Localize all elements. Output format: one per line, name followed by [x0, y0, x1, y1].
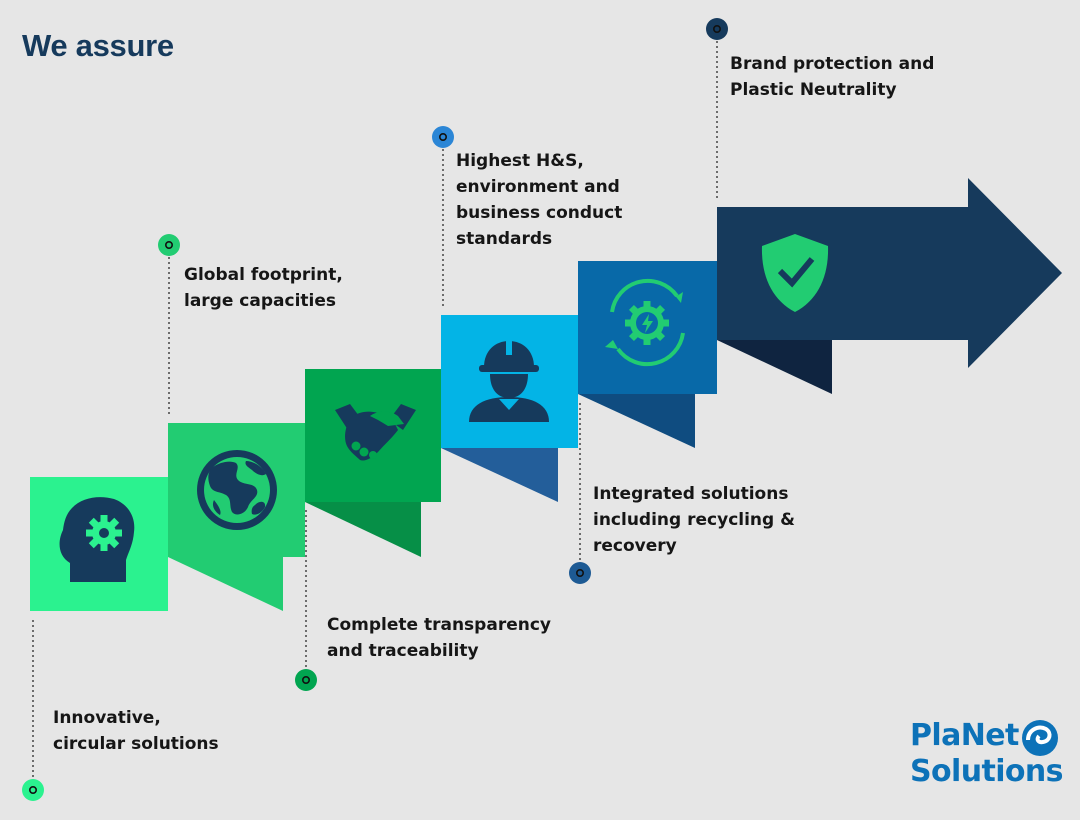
logo-swirl-icon [1022, 720, 1058, 756]
worker-helmet-icon [469, 341, 549, 422]
step-1-shadow [168, 557, 283, 611]
step-4-shadow [578, 394, 695, 448]
step-5-shadow [717, 340, 832, 394]
step-5-label: Integrated solutions including recycling… [593, 484, 795, 556]
step-3-dot [295, 669, 317, 691]
step-2-label: Global footprint, large capacities [184, 265, 343, 311]
shield-check-icon [761, 234, 829, 312]
step-3-label: Complete transparency and traceability [327, 615, 551, 661]
step-4-dot [432, 126, 454, 148]
step-6-label: Brand protection and Plastic Neutrality [730, 54, 935, 100]
page-title: We assure [22, 28, 174, 63]
step-1-label: Innovative, circular solutions [53, 708, 219, 754]
step-6-arrow [717, 178, 1062, 368]
logo-line-2: Solutions [910, 754, 1064, 789]
head-gear-icon [59, 497, 135, 582]
step-3-shadow [441, 448, 558, 502]
globe-icon [197, 450, 277, 530]
step-1-dot [22, 779, 44, 801]
step-2-shadow [305, 502, 421, 557]
recycle-energy-icon [605, 278, 685, 367]
step-2-dot [158, 234, 180, 256]
step-5-dot [569, 562, 591, 584]
logo-line-1: PlaNet [910, 718, 1019, 753]
handshake-icon [335, 404, 416, 461]
planet-solutions-logo: PlaNet Solutions [910, 718, 1064, 790]
step-4-label: Highest H&S, environment and business co… [456, 151, 623, 249]
step-6-dot [706, 18, 728, 40]
